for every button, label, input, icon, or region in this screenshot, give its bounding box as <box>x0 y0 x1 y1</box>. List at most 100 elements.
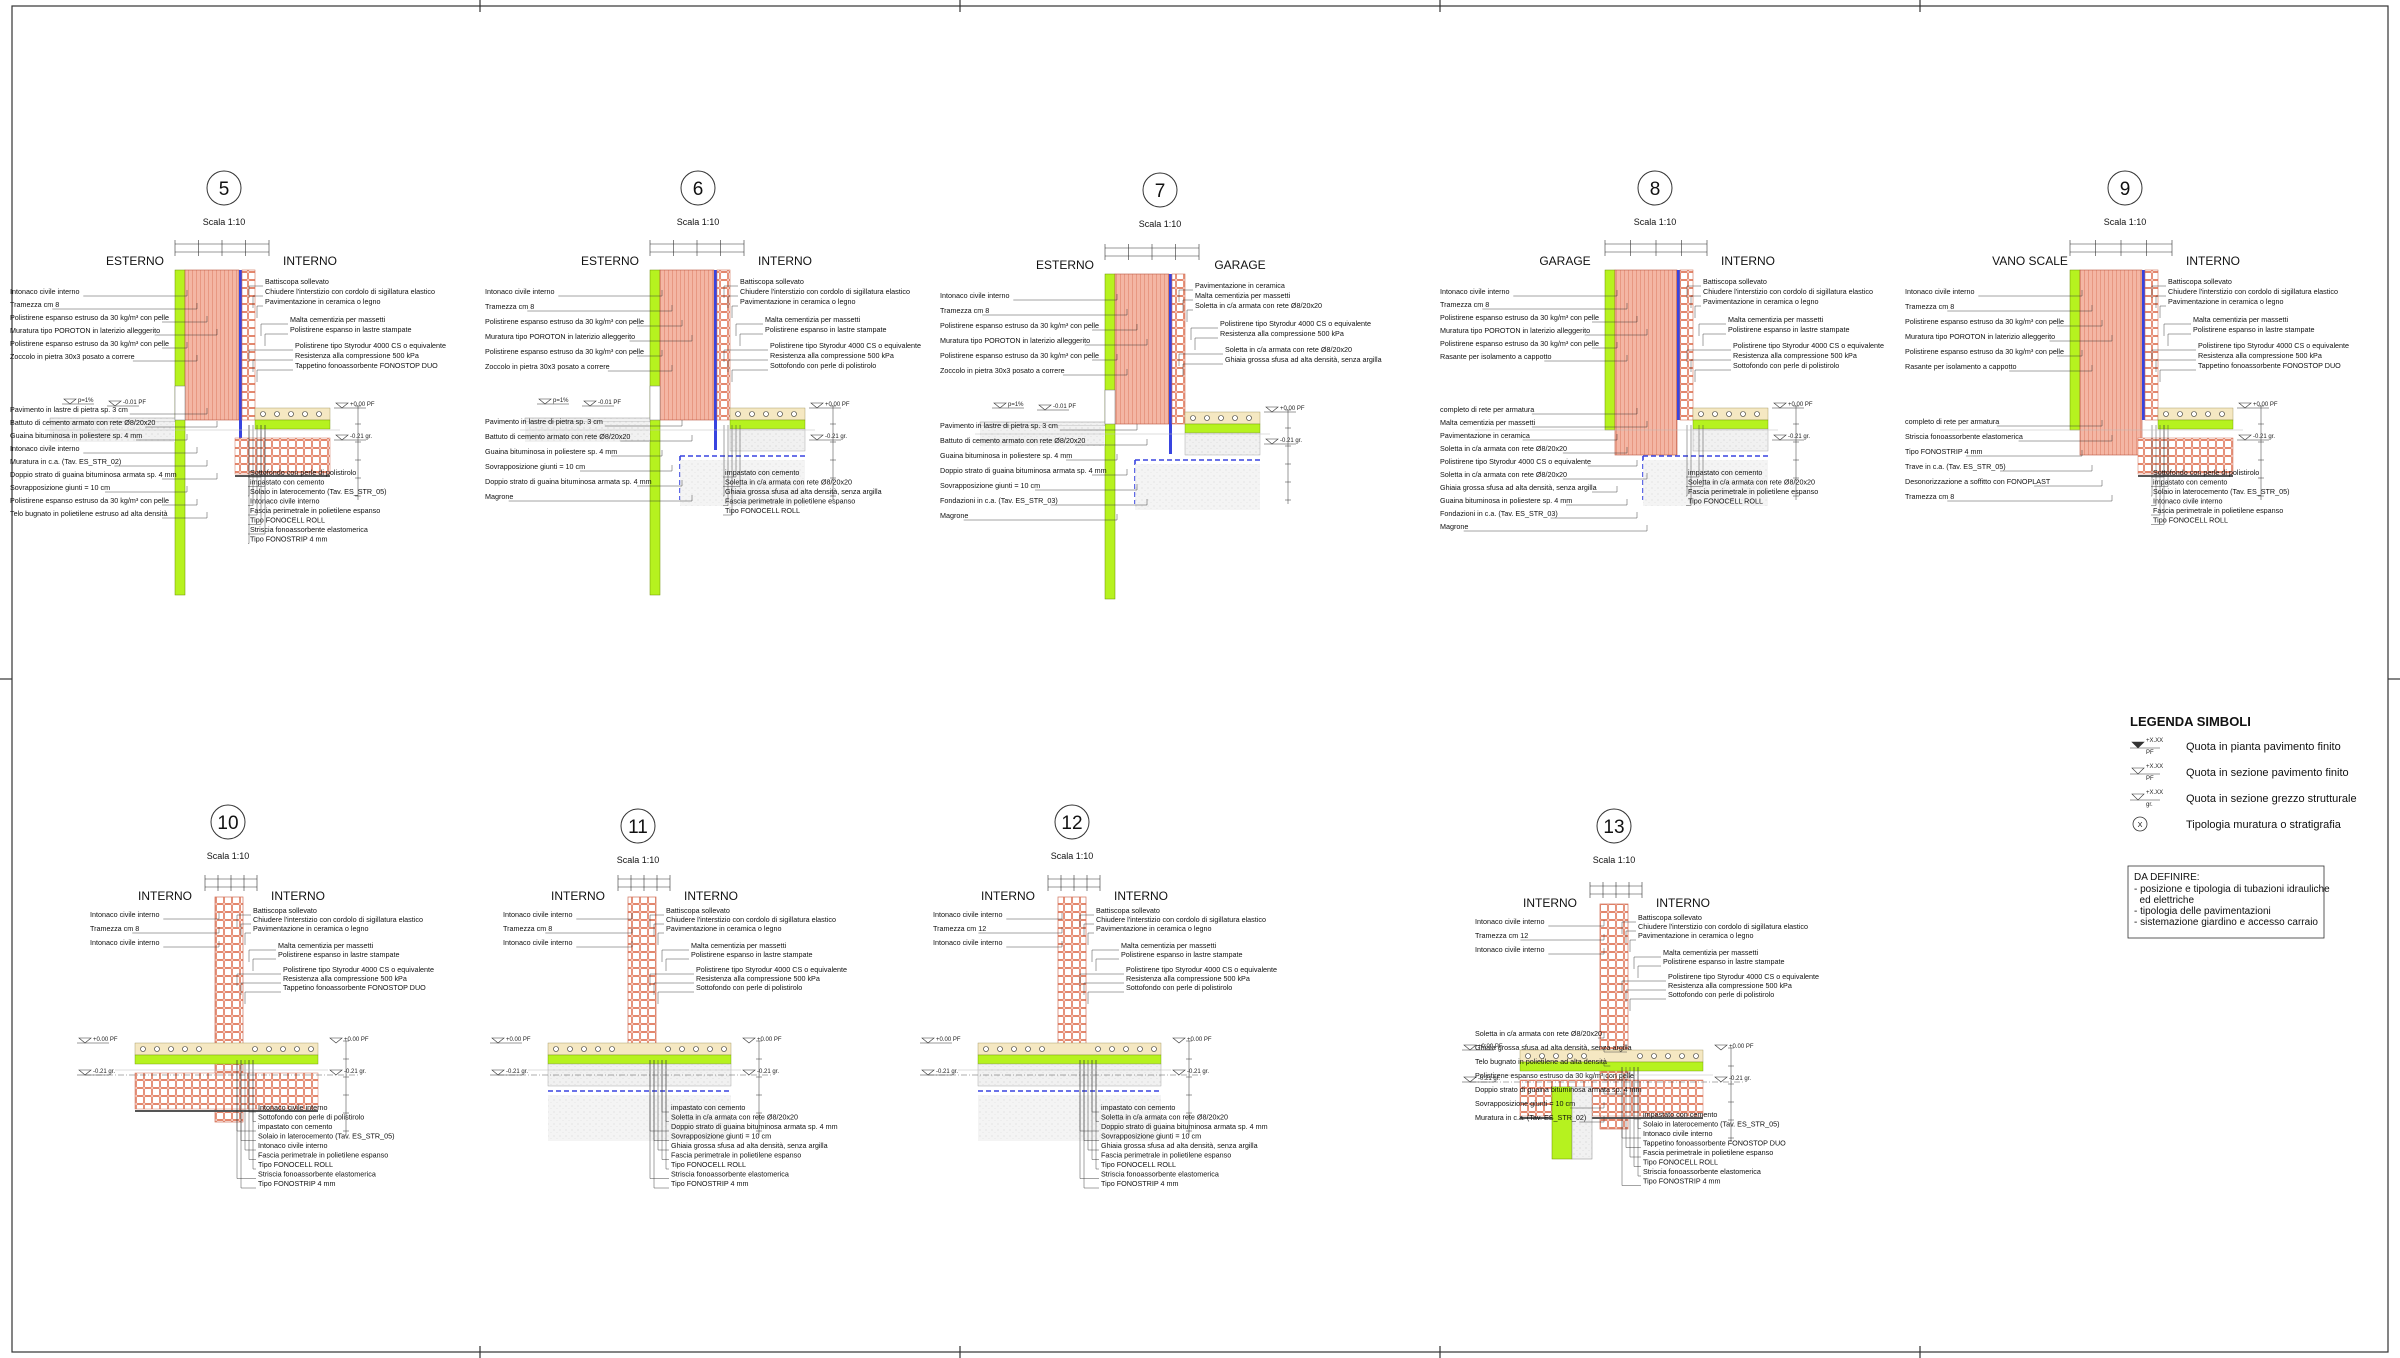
poroton-wall <box>184 269 240 421</box>
radiant-pipe <box>1190 415 1196 421</box>
layer-label: Polistirene espanso estruso da 30 kg/m³ … <box>485 317 644 326</box>
layer-label: Fascia perimetrale in polietilene espans… <box>258 1151 388 1160</box>
layer-label: Polistirene tipo Styrodur 4000 CS o equi… <box>1733 341 1884 350</box>
layer-label: Striscia fonoassorbente elastomerica <box>1905 432 2023 441</box>
layer-label: Intonaco civile interno <box>503 910 573 919</box>
layer-label: Muratura tipo POROTON in laterizio alleg… <box>1905 332 2055 341</box>
level-marker-icon <box>1714 1044 1728 1051</box>
layer-label: Guaina bituminosa in poliestere sp. 4 mm <box>10 431 142 440</box>
layer-label: Tappetino fonoassorbente FONOSTOP DUO <box>295 361 438 370</box>
layer-label: Muratura tipo POROTON in laterizio alleg… <box>485 332 635 341</box>
layer-label: Malta cementizia per massetti <box>1195 291 1290 300</box>
layer-label: Resistenza alla compressione 500 kPa <box>283 974 407 983</box>
layer-label: Muratura in c.a. (Tav. ES_STR_02) <box>10 457 121 466</box>
layer-label: Polistirene espanso in lastre stampate <box>765 325 886 334</box>
level-marker-icon <box>993 402 1007 409</box>
layer-label: Tramezza cm 8 <box>1905 492 1954 501</box>
layer-label: Intonaco civile interno <box>933 910 1003 919</box>
radiant-pipe <box>763 411 769 417</box>
layer-label: Sovrapposizione giunti = 10 cm <box>671 1132 771 1141</box>
exterior-concrete <box>980 426 1105 446</box>
layer-label: Polistirene espanso estruso da 30 kg/m³ … <box>1440 313 1599 322</box>
layer-label: Intonaco civile interno <box>1475 917 1545 926</box>
layer-label: Soletta in c/a armata con rete Ø8/20x20 <box>1440 444 1567 453</box>
layer-label: Pavimentazione in ceramica o legno <box>740 297 855 306</box>
level-marker-icon <box>335 434 349 441</box>
level-label: -0.21 gr. <box>825 434 847 440</box>
slab-laterocemento <box>234 437 331 475</box>
detail-scale: Scala 1:10 <box>617 855 660 865</box>
detail-number: 8 <box>1650 179 1661 200</box>
layer-label: Ghiaia grossa sfusa ad alta densità, sen… <box>725 487 882 496</box>
layer-label: Resistenza alla compressione 500 kPa <box>1668 981 1792 990</box>
detail-number-circle <box>620 808 656 844</box>
layer-label: Soletta in c/a armata con rete Ø8/20x20 <box>1475 1029 1602 1038</box>
poroton-wall <box>2079 269 2143 456</box>
concrete-wall <box>1571 1086 1593 1160</box>
layer-label: Polistirene espanso in lastre stampate <box>691 950 812 959</box>
todo-frame <box>2127 865 2325 939</box>
internal-membrane <box>714 270 717 450</box>
floor-insulation <box>254 419 331 430</box>
level-marker-icon <box>921 1037 935 1044</box>
legend-mark: +X.XX <box>2146 764 2163 770</box>
layer-label: Intonaco civile interno <box>90 910 160 919</box>
gravel-layer <box>978 1095 1161 1141</box>
level-label: +0.00 PF <box>350 402 375 408</box>
layer-label: Malta cementizia per massetti <box>691 941 786 950</box>
layer-label: Sottofondo con perle di polistirolo <box>1668 990 1774 999</box>
level-label: +0.00 PF <box>344 1037 369 1043</box>
level-label: +0.00 PF <box>1788 402 1813 408</box>
layer-label: Resistenza alla compressione 500 kPa <box>696 974 820 983</box>
legend-sub: gr. <box>2146 802 2153 808</box>
radiant-pipe <box>260 411 266 417</box>
gravel-layer <box>1643 460 1768 506</box>
layer-label: Rasante per isolamento a cappotto <box>1440 352 1551 361</box>
layer-label: Battiscopa sollevato <box>2168 277 2232 286</box>
layer-label: Striscia fonoassorbente elastomerica <box>1101 1170 1219 1179</box>
insulation-layer <box>1551 1086 1573 1160</box>
detail-number: 7 <box>1155 181 1166 202</box>
radiant-pipe <box>1740 411 1746 417</box>
layer-label: Tappetino fonoassorbente FONOSTOP DUO <box>2198 361 2341 370</box>
layer-label: Tramezza cm 8 <box>485 302 534 311</box>
level-marker-icon <box>810 402 824 409</box>
layer-label: Guaina bituminosa in poliestere sp. 4 mm <box>1440 496 1572 505</box>
layer-label: Guaina bituminosa in poliestere sp. 4 mm <box>485 447 617 456</box>
level-marker-icon <box>538 398 552 405</box>
layer-label: Pavimentazione in ceramica o legno <box>2168 297 2283 306</box>
side-label-right: INTERNO <box>2186 254 2240 268</box>
detail-scale: Scala 1:10 <box>1634 217 1677 227</box>
layer-label: Magrone <box>485 492 513 501</box>
layer-label: Battiscopa sollevato <box>1703 277 1767 286</box>
legend-sub: PF <box>2146 750 2154 756</box>
radiant-pipe <box>1109 1046 1115 1052</box>
detail-number: 12 <box>1061 813 1082 834</box>
internal-membrane <box>1677 270 1680 420</box>
detail-number: 11 <box>628 817 648 838</box>
floor-insulation <box>1184 423 1261 434</box>
layer-label: Battiscopa sollevato <box>253 906 317 915</box>
gravel-layer <box>548 1095 731 1141</box>
layer-label: Malta cementizia per massetti <box>278 941 373 950</box>
partition-wall <box>2144 269 2159 421</box>
layer-label: Malta cementizia per massetti <box>1440 418 1535 427</box>
level-label: +0.00 PF <box>506 1037 531 1043</box>
detail-scale: Scala 1:10 <box>1139 219 1182 229</box>
layer-label: Desonorizzazione a soffitto con FONOPLAS… <box>1905 477 2051 486</box>
side-label-left: INTERNO <box>551 889 605 903</box>
layer-label: Doppio strato di guaina bituminosa armat… <box>10 470 177 479</box>
layer-label: Polistirene espanso in lastre stampate <box>1663 957 1784 966</box>
layer-label: Muratura tipo POROTON in laterizio alleg… <box>1440 326 1590 335</box>
radiant-pipe <box>1204 415 1210 421</box>
layer-label: Resistenza alla compressione 500 kPa <box>770 351 894 360</box>
floor-insulation <box>547 1054 732 1065</box>
exterior-concrete <box>525 422 650 442</box>
layer-label: Intonaco civile interno <box>250 497 320 506</box>
level-label: +0.00 PF <box>1478 1044 1503 1050</box>
layer-label: Resistenza alla compressione 500 kPa <box>1733 351 1857 360</box>
level-marker-icon <box>742 1037 756 1044</box>
side-label-left: ESTERNO <box>106 254 164 268</box>
